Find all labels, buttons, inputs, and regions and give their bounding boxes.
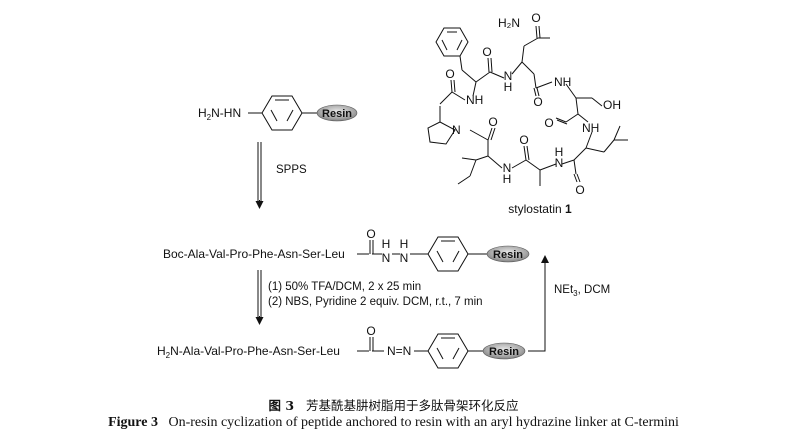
benzene-ring <box>427 236 469 272</box>
stylostatin-structure <box>427 25 628 186</box>
phenyl-ring <box>435 27 469 57</box>
svg-text:N: N <box>555 156 564 170</box>
svg-text:O: O <box>531 11 540 25</box>
free-amine-peptide-sequence: H2N-Ala-Val-Pro-Phe-Asn-Ser-Leu <box>157 344 340 360</box>
svg-text:NH: NH <box>466 93 483 107</box>
peptide-diazene-resin: H2N-Ala-Val-Pro-Phe-Asn-Ser-Leu O N=N Re… <box>157 324 526 369</box>
svg-text:H: H <box>382 237 391 251</box>
svg-text:O: O <box>482 45 491 59</box>
svg-text:NH: NH <box>582 121 599 135</box>
spps-label: SPPS <box>276 164 307 176</box>
svg-text:H: H <box>400 237 409 251</box>
svg-text:O: O <box>533 95 542 109</box>
svg-text:N: N <box>504 69 513 83</box>
cyclization-arrow: NEt3, DCM <box>528 255 610 352</box>
step-1-conditions: (1) 50% TFA/DCM, 2 x 25 min <box>268 281 421 293</box>
svg-text:O: O <box>488 115 497 129</box>
svg-text:O: O <box>366 324 375 338</box>
figure-caption-en: Figure 3 On-resin cyclization of peptide… <box>108 415 679 430</box>
cyclization-conditions: NEt3, DCM <box>554 284 610 298</box>
resin-bead <box>316 104 358 122</box>
svg-text:H: H <box>555 145 564 159</box>
svg-text:Resin: Resin <box>493 249 523 261</box>
benzene-ring <box>261 95 303 131</box>
svg-text:O: O <box>544 116 553 130</box>
svg-text:O: O <box>445 67 454 81</box>
svg-text:Resin: Resin <box>322 108 352 120</box>
hydrazine-resin-starting-material: H2N-HN Resin <box>198 95 358 131</box>
resin-bead <box>482 342 526 360</box>
stylostatin-atom-labels: H₂N O O N H NH O OH NH O O NH N O O N H … <box>445 11 621 197</box>
svg-text:O: O <box>366 227 375 241</box>
svg-text:NH: NH <box>554 75 571 89</box>
diazene-label: N=N <box>387 344 411 358</box>
svg-text:H: H <box>504 80 513 94</box>
svg-text:O: O <box>575 183 584 197</box>
svg-text:Resin: Resin <box>489 346 519 358</box>
peptide-hydrazide-resin: Boc-Ala-Val-Pro-Phe-Asn-Ser-Leu O H N H … <box>163 227 530 272</box>
svg-text:N: N <box>452 123 461 137</box>
svg-text:N: N <box>503 161 512 175</box>
oxidation-arrow: (1) 50% TFA/DCM, 2 x 25 min (2) NBS, Pyr… <box>255 270 483 325</box>
boc-peptide-sequence: Boc-Ala-Val-Pro-Phe-Asn-Ser-Leu <box>163 247 345 261</box>
svg-text:O: O <box>519 133 528 147</box>
figure-caption-cn: 图 3 芳基酰基肼树脂用于多肽骨架环化反应 <box>268 398 519 413</box>
svg-text:OH: OH <box>603 98 621 112</box>
compound-name: stylostatin 1 <box>508 202 572 216</box>
resin-bead <box>486 245 530 263</box>
step-2-conditions: (2) NBS, Pyridine 2 equiv. DCM, r.t., 7 … <box>268 296 483 308</box>
spps-arrow: SPPS <box>255 142 307 209</box>
svg-text:N: N <box>382 251 391 265</box>
benzene-ring <box>427 333 469 369</box>
svg-text:N: N <box>400 251 409 265</box>
svg-text:H: H <box>503 172 512 186</box>
svg-text:H2N-HN: H2N-HN <box>198 106 241 122</box>
svg-text:H₂N: H₂N <box>498 16 520 30</box>
